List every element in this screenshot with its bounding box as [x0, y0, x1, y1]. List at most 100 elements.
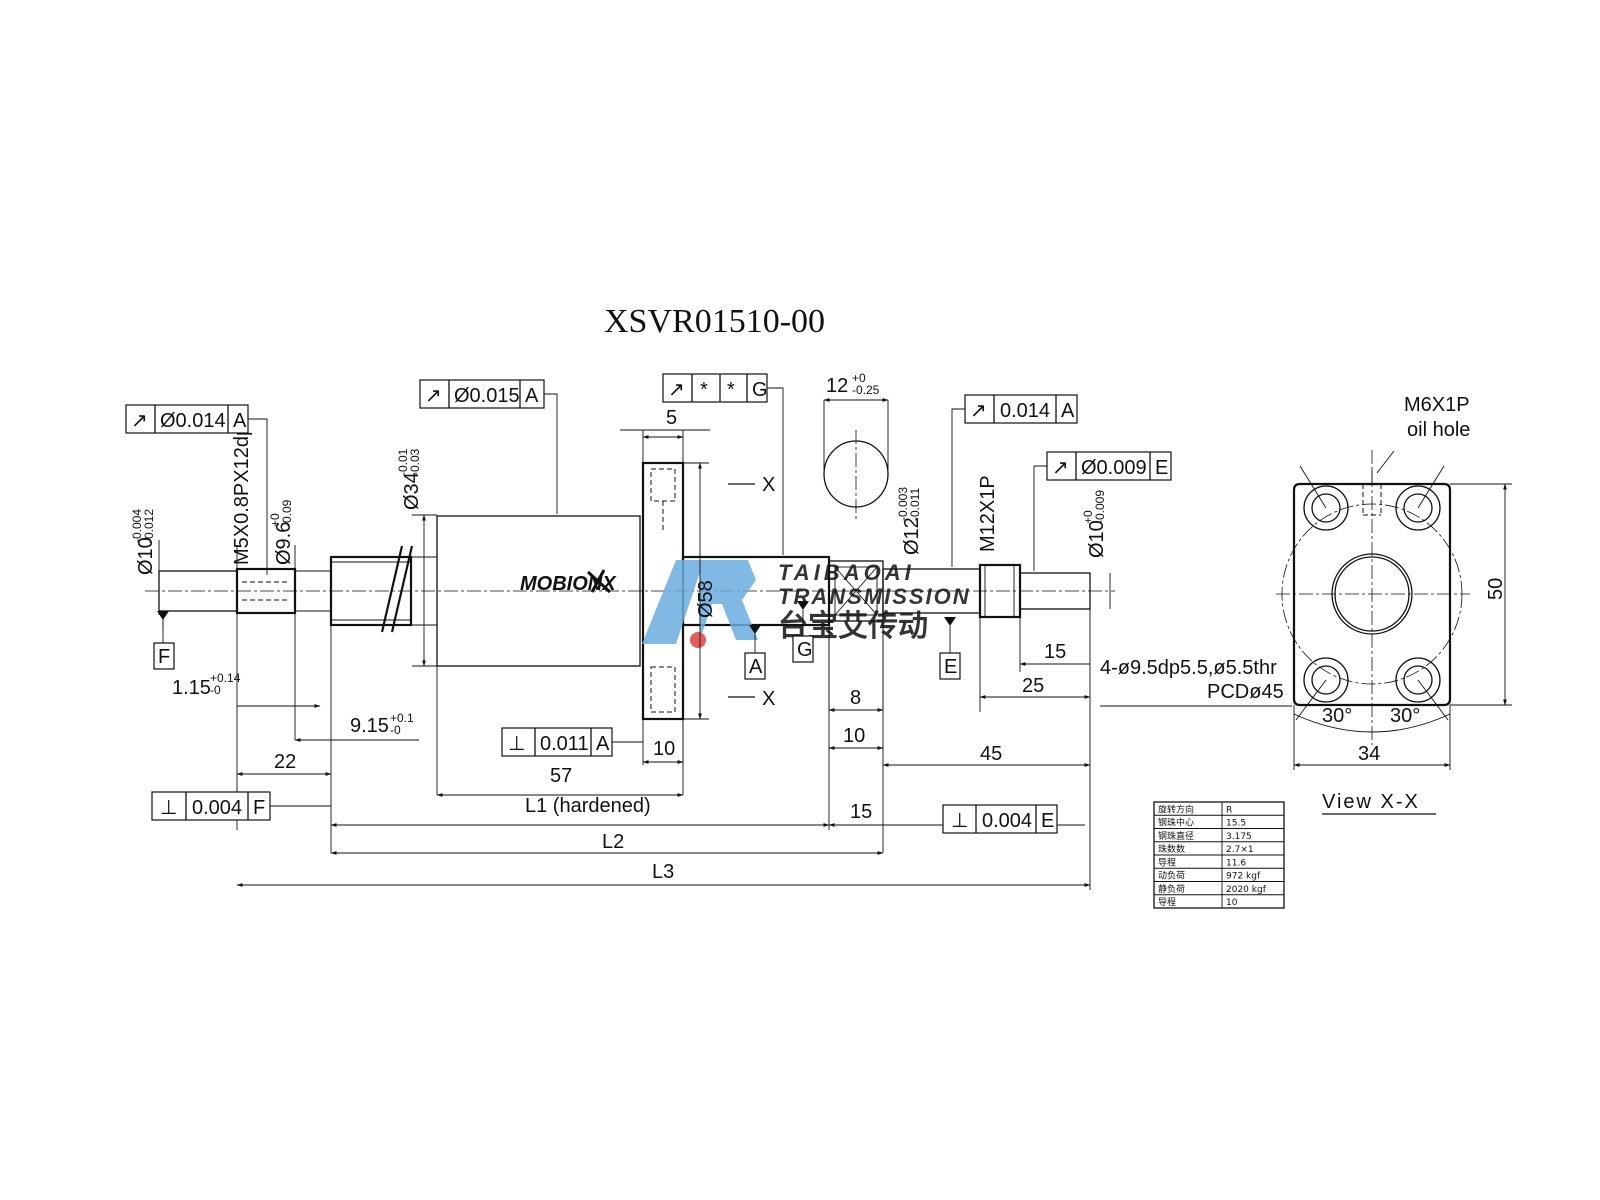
dim-d10-right-tol-lo: -0.009	[1093, 490, 1107, 524]
spec-table-label: 旋转方向	[1158, 803, 1194, 815]
svg-text:0.004: 0.004	[192, 797, 242, 819]
dim-l3: L3	[652, 861, 674, 883]
spec-table-label: 动负荷	[1158, 870, 1185, 882]
svg-text:A: A	[525, 385, 539, 407]
runout-icon: ↗	[970, 400, 987, 422]
spec-table-label: 钢珠中心	[1158, 817, 1194, 829]
dim-9-15: 9.15	[350, 715, 389, 737]
dim-d12: Ø12	[901, 517, 923, 555]
spec-table-value: 11.6	[1226, 858, 1246, 868]
datum-a: A	[744, 625, 766, 680]
spec-table-value: 15.5	[1226, 819, 1246, 829]
runout-icon: ↗	[131, 410, 148, 432]
perpendicularity-icon: ⊥	[951, 810, 968, 832]
dim-d9-6: Ø9.6	[273, 522, 295, 565]
watermark-en-line2: TRANSMISSION	[778, 584, 971, 609]
holes-note: 4-ø9.5dp5.5,ø5.5thr	[1100, 657, 1277, 679]
svg-text:*: *	[700, 379, 708, 401]
spec-table-value: 3.175	[1226, 832, 1252, 842]
dim-10-flange: 10	[653, 738, 675, 760]
angle-30-right: 30°	[1390, 705, 1420, 727]
dim-thread-m12: M12X1P	[977, 475, 999, 552]
dim-10-wrench: 10	[843, 725, 865, 747]
dim-l2: L2	[602, 831, 624, 853]
dim-57: 57	[550, 765, 572, 787]
view-xx: M6X1P oil hole 50 34 30° 30° View X-X	[1276, 394, 1512, 815]
spec-table-value: 10	[1226, 898, 1238, 908]
dim-12-tol-up: +0	[852, 371, 866, 385]
mount-hole-br	[1395, 657, 1441, 703]
dim-9-15-tol-up: +0.1	[390, 711, 414, 725]
dim-d10-right: Ø10	[1086, 520, 1108, 558]
mount-hole-tr	[1395, 485, 1441, 531]
spec-table-label: 静负荷	[1158, 883, 1185, 895]
dim-1-15-tol-lo: -0	[210, 683, 221, 697]
dim-45: 45	[980, 743, 1002, 765]
svg-text:0.004: 0.004	[982, 810, 1032, 832]
svg-text:E: E	[1041, 810, 1054, 832]
mount-hole-tl	[1303, 485, 1349, 531]
svg-text:G: G	[797, 639, 813, 661]
runout-icon: ↗	[668, 379, 685, 401]
svg-text:E: E	[1155, 457, 1168, 479]
dim-12: 12	[826, 375, 848, 397]
svg-text:Ø0.015: Ø0.015	[454, 385, 520, 407]
svg-text:0.011: 0.011	[540, 733, 589, 755]
dim-l1: L1 (hardened)	[525, 795, 651, 817]
svg-text:A: A	[596, 733, 610, 755]
perpendicularity-icon: ⊥	[508, 733, 525, 755]
mount-hole-bl	[1303, 657, 1349, 703]
dim-25: 25	[1022, 675, 1044, 697]
dim-34-view: 34	[1358, 743, 1380, 765]
watermark-en-line1: TAIBAOAI	[778, 560, 915, 585]
dim-15-e: 15	[850, 801, 872, 823]
drawing-title: XSVR01510-00	[604, 303, 825, 340]
svg-text:A: A	[233, 410, 247, 432]
runout-icon: ↗	[1052, 457, 1069, 479]
dim-5: 5	[666, 407, 677, 429]
spec-table-label: 导程	[1158, 857, 1176, 868]
fcf-perp-left: ⊥ 0.004 F	[151, 791, 331, 821]
spec-table-value: 2020 kgf	[1226, 885, 1267, 895]
svg-text:Ø0.009: Ø0.009	[1081, 457, 1147, 479]
spec-table-value: R	[1226, 805, 1232, 815]
dim-9-15-tol-lo: -0	[390, 723, 401, 737]
dim-50: 50	[1485, 578, 1507, 600]
spec-table-value: 2.7×1	[1226, 845, 1254, 855]
svg-text:F: F	[158, 646, 170, 668]
datum-f: F	[153, 611, 175, 670]
section-mark-top: X	[728, 474, 775, 496]
dim-d9-6-tol-up: +0	[268, 513, 282, 527]
dim-15-right: 15	[1044, 641, 1066, 663]
svg-text:A: A	[749, 656, 763, 678]
section-mark-bottom: X	[728, 688, 775, 710]
svg-text:F: F	[253, 797, 265, 819]
dim-d34-tol-up: -0.01	[396, 448, 410, 476]
spec-table-value: 972 kgf	[1226, 872, 1261, 882]
dim-1-15-tol-up: +0.14	[210, 671, 241, 685]
dim-22: 22	[274, 751, 296, 773]
svg-text:0.014: 0.014	[1000, 400, 1050, 422]
view-xx-caption: View X-X	[1322, 791, 1420, 813]
svg-text:X: X	[762, 474, 775, 496]
fcf-runout-right2: ↗ Ø0.009 E	[1033, 451, 1172, 571]
spec-table-label: 钢珠直径	[1158, 830, 1194, 842]
fcf-runout-nut: ↗ Ø0.015 A	[419, 379, 558, 514]
watermark-logo-icon	[642, 560, 704, 644]
pcd-note: PCDø45	[1207, 681, 1284, 703]
oil-hole-label-2: oil hole	[1407, 419, 1470, 441]
svg-text:E: E	[944, 656, 957, 678]
svg-text:Ø0.014: Ø0.014	[160, 410, 226, 432]
fcf-perp-right: ⊥ 0.004 E	[942, 804, 1058, 834]
dim-d12-tol-up: -0.003	[896, 487, 910, 521]
logo-x-swoosh-icon	[586, 569, 612, 594]
fcf-runout-right1: ↗ 0.014 A	[951, 394, 1078, 567]
runout-icon: ↗	[425, 385, 442, 407]
dim-d58: Ø58	[695, 580, 717, 618]
dim-12-tol-lo: -0.25	[852, 383, 880, 397]
dim-1-15: 1.15	[172, 677, 211, 699]
fcf-runout-flange: ↗ * * G	[662, 373, 784, 555]
dim-thread-m5: M5X0.8PX12dp	[231, 425, 253, 565]
